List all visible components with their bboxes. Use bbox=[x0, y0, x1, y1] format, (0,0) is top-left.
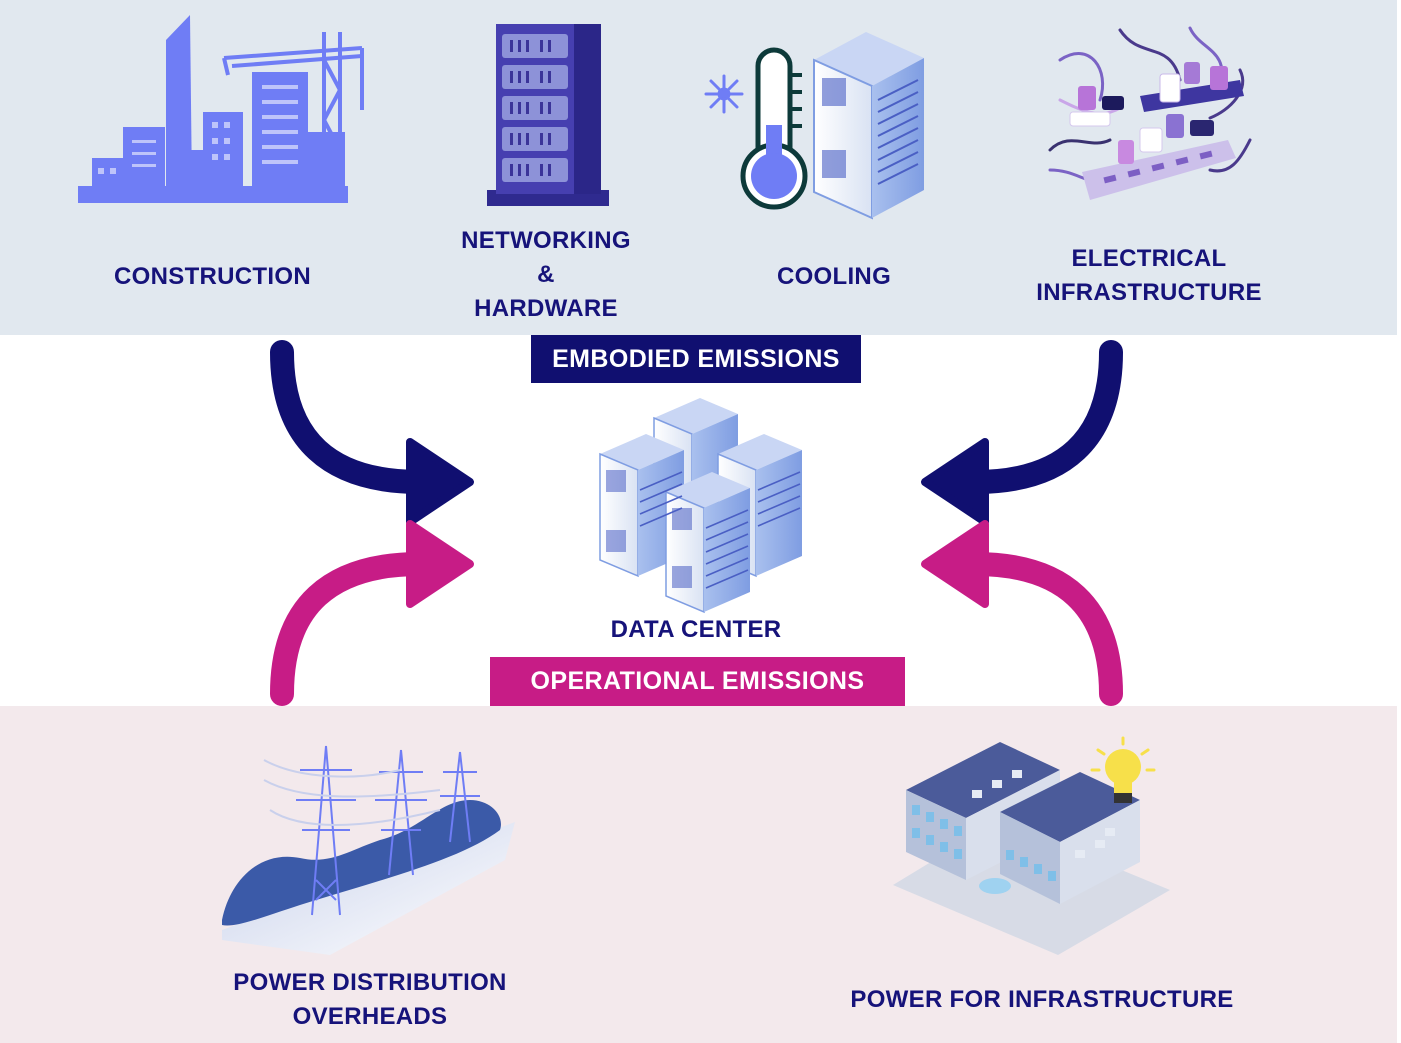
operational-arrow-left bbox=[270, 520, 474, 706]
snowflake-icon bbox=[704, 74, 744, 114]
networking-label-line1: NETWORKING bbox=[461, 227, 631, 254]
server-cabinet-icon bbox=[813, 32, 924, 220]
embodied-arrow-left bbox=[270, 340, 474, 526]
embodied-emissions-banner: EMBODIED EMISSIONS bbox=[531, 335, 861, 383]
networking-hardware-label: NETWORKING & HARDWARE bbox=[430, 224, 662, 326]
power-lines-icon bbox=[222, 745, 515, 955]
power-strip-icon bbox=[1048, 26, 1252, 200]
building-icon bbox=[893, 742, 1170, 955]
electrical-infrastructure-label: ELECTRICAL INFRASTRUCTURE bbox=[1018, 242, 1280, 310]
server-rack-icon bbox=[487, 24, 609, 206]
operational-emissions-banner: OPERATIONAL EMISSIONS bbox=[490, 657, 905, 706]
data-center-label: DATA CENTER bbox=[610, 616, 782, 643]
operational-band bbox=[0, 706, 1397, 1043]
power-infrastructure-label: POWER FOR INFRASTRUCTURE bbox=[850, 986, 1234, 1013]
embodied-arrow-right bbox=[921, 340, 1123, 526]
networking-label-line3: HARDWARE bbox=[474, 295, 618, 322]
data-center-servers-icon bbox=[599, 398, 802, 614]
power-distribution-label: POWER DISTRIBUTION OVERHEADS bbox=[205, 966, 535, 1034]
power-distribution-label-line2: OVERHEADS bbox=[292, 1003, 448, 1030]
operational-arrow-right bbox=[921, 520, 1123, 706]
city-construction-icon bbox=[78, 15, 364, 203]
construction-label: CONSTRUCTION bbox=[114, 263, 311, 290]
thermometer-icon bbox=[740, 47, 808, 210]
networking-label-line2: & bbox=[537, 261, 555, 288]
power-distribution-label-line1: POWER DISTRIBUTION bbox=[233, 969, 507, 996]
cooling-label: COOLING bbox=[776, 263, 892, 290]
electrical-label-line2: INFRASTRUCTURE bbox=[1036, 279, 1262, 306]
light-bulb-icon bbox=[1090, 736, 1156, 803]
electrical-label-line1: ELECTRICAL bbox=[1071, 245, 1227, 272]
